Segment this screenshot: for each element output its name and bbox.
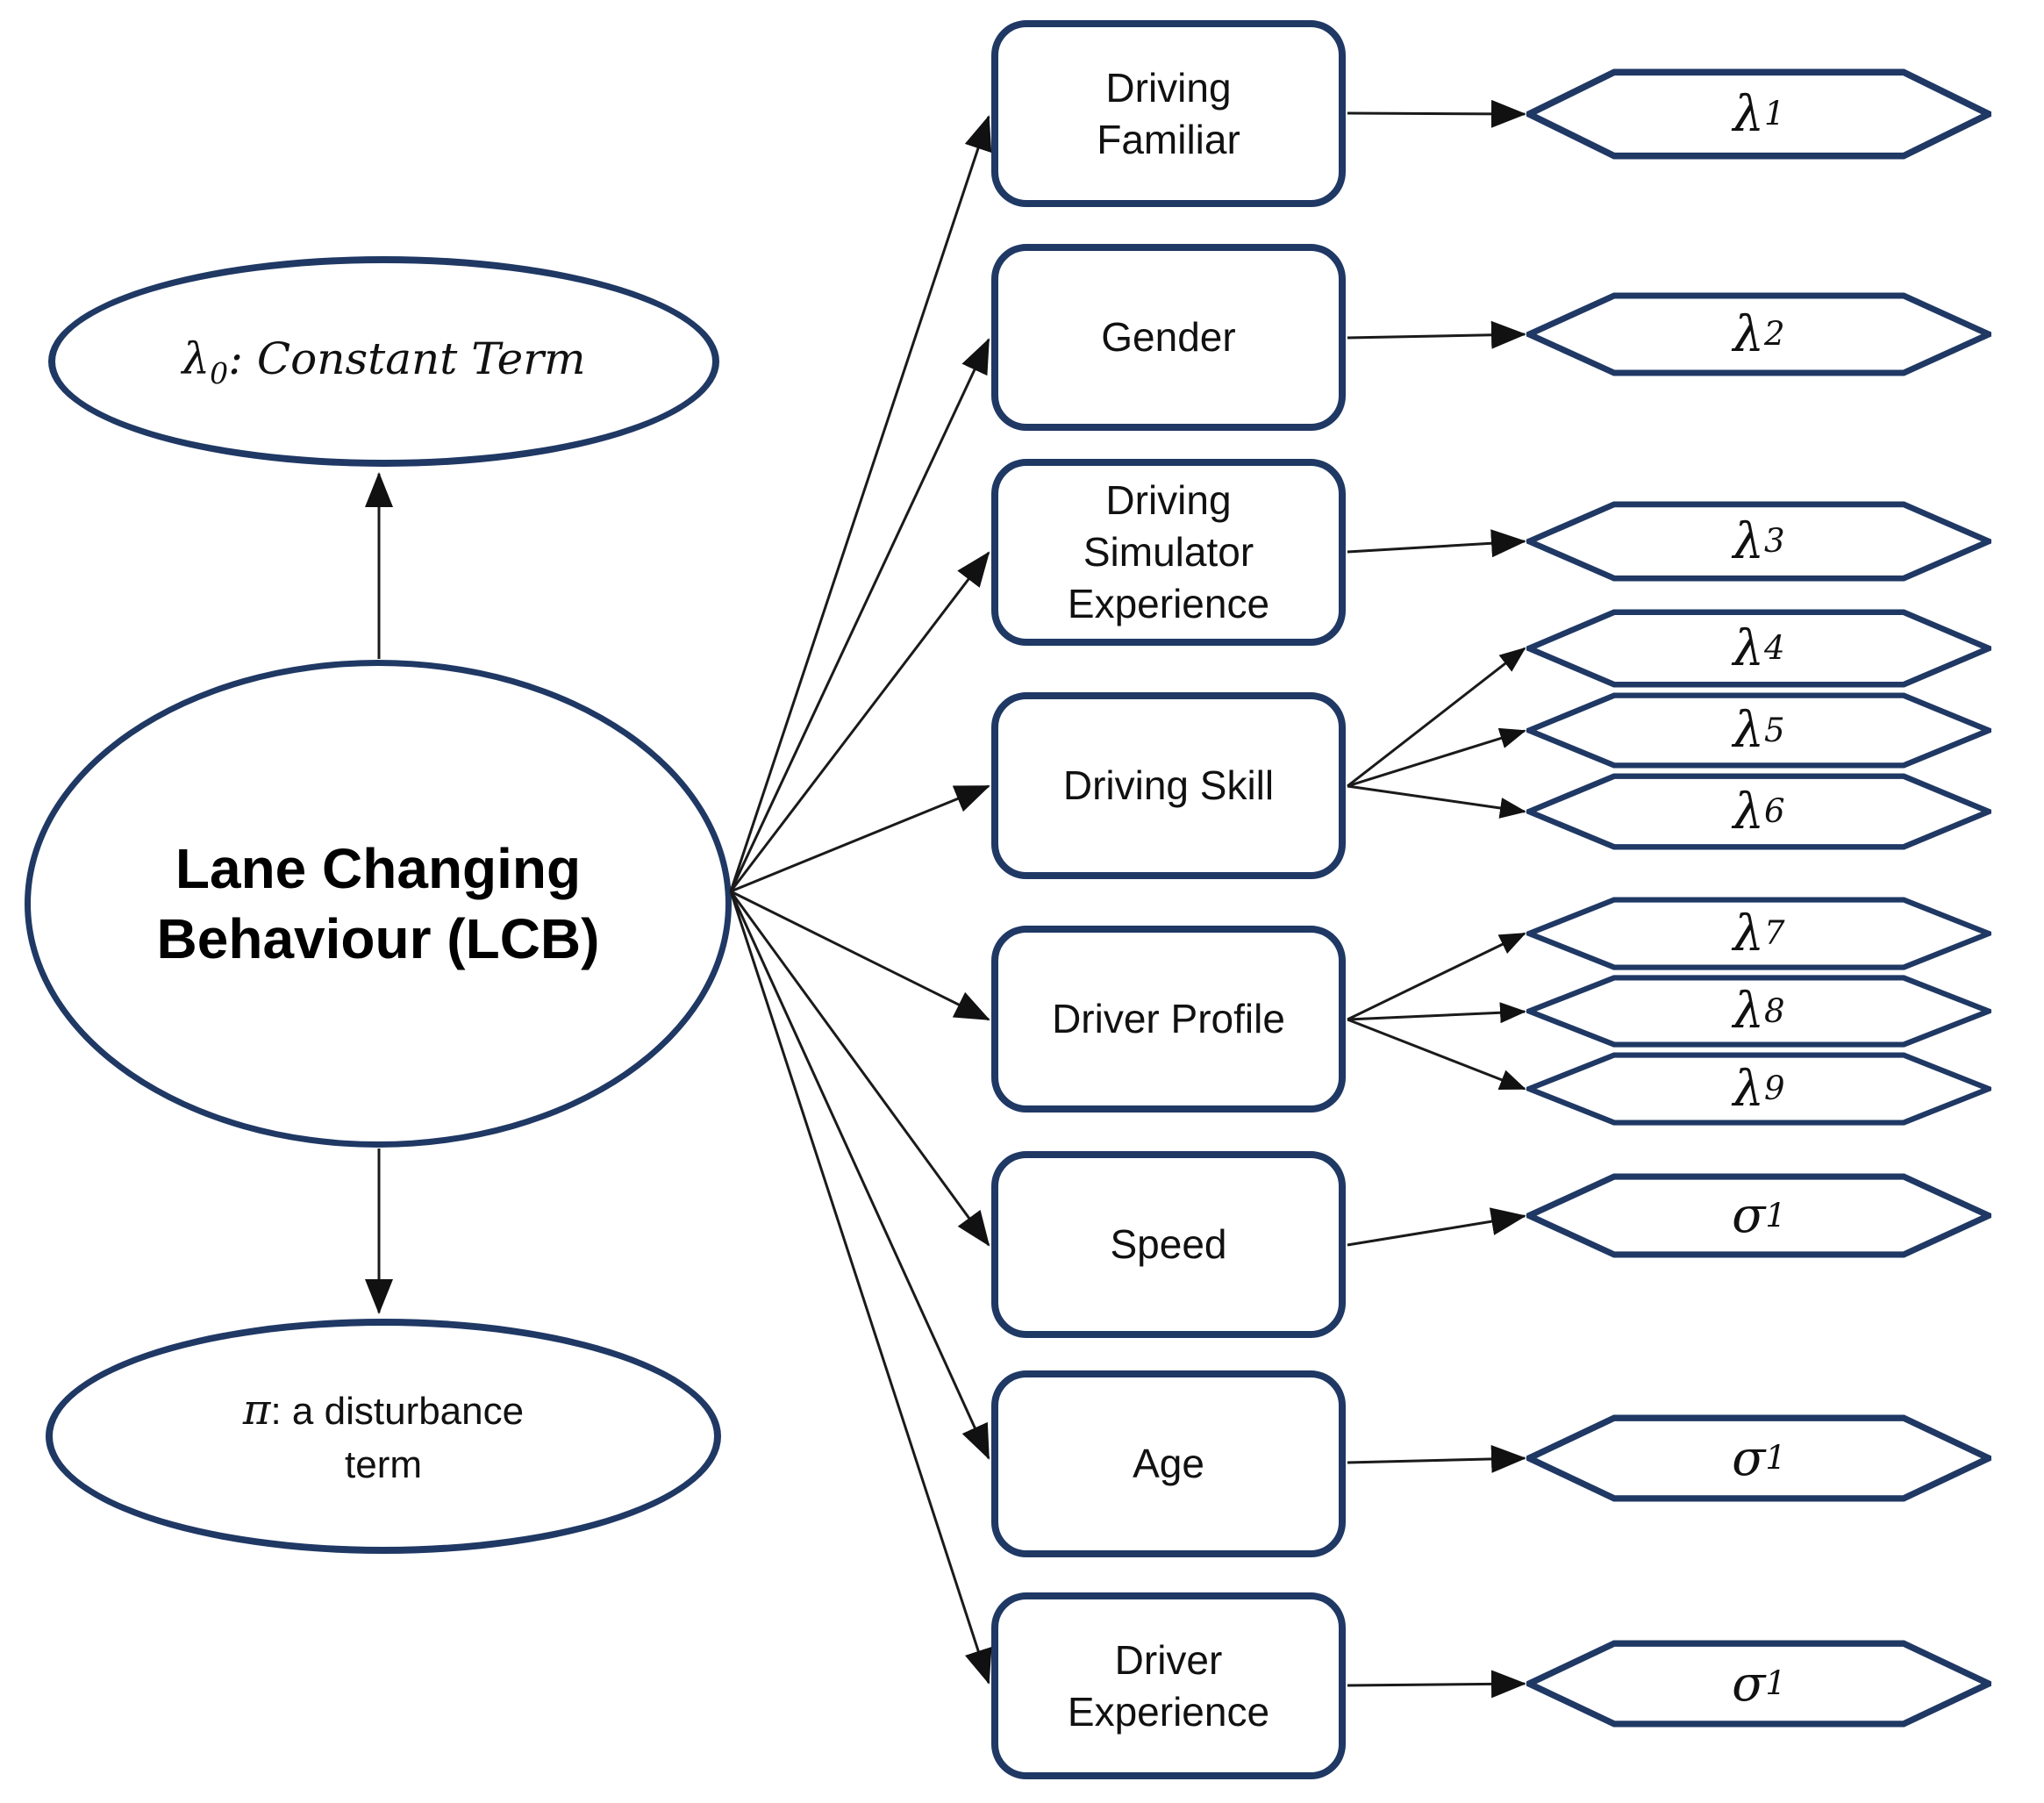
- arrow-lcb-to-gender: [729, 338, 990, 892]
- arrow-driver-profile-to-lambda7: [1347, 932, 1526, 1021]
- arrow-driver-profile-to-lambda8: [1347, 1002, 1526, 1024]
- box-label: Driving Simulator Experience: [1067, 477, 1270, 626]
- arrow-lcb-to-driver-experience: [729, 891, 992, 1685]
- box-driving-skill: Driving Skill: [991, 692, 1346, 879]
- arrow-gender-to-lambda2: [1347, 320, 1526, 349]
- arrow-driver-experience-to-sigma1: [1347, 1670, 1526, 1699]
- box-driving-familiar: Driving Familiar: [991, 20, 1346, 207]
- box-label: Gender: [1101, 314, 1236, 361]
- arrow-lcb-to-speed: [729, 891, 990, 1247]
- box-label: Driving Familiar: [1097, 64, 1240, 162]
- arrow-driving-skill-to-lambda5: [1347, 727, 1526, 788]
- box-label: Driver Profile: [1052, 996, 1285, 1042]
- constant-term-ellipse: λ0: Constant Term: [48, 256, 719, 467]
- box-gender: Gender: [991, 244, 1346, 431]
- arrow-driving-skill-to-lambda6: [1347, 784, 1526, 819]
- lcb-ellipse: Lane Changing Behaviour (LCB): [25, 660, 732, 1148]
- arrow-speed-to-sigma1: [1347, 1207, 1526, 1247]
- arrow-driving-skill-to-lambda4: [1347, 647, 1526, 788]
- arrow-driving-familiar-to-lambda1: [1347, 99, 1526, 128]
- arrow-lcb-to-driving-familiar: [729, 115, 992, 892]
- box-age: Age: [991, 1370, 1346, 1557]
- box-driving-simulator-experience: Driving Simulator Experience: [991, 459, 1346, 646]
- box-label: Driving Skill: [1062, 762, 1275, 809]
- box-label: Speed: [1110, 1221, 1227, 1268]
- box-label: Driver Experience: [1067, 1636, 1270, 1735]
- constant-term-label: λ0: Constant Term: [182, 333, 586, 390]
- box-speed: Speed: [991, 1151, 1346, 1338]
- arrow-lcb-to-age: [729, 891, 990, 1460]
- box-driver-experience: Driver Experience: [991, 1592, 1346, 1779]
- arrow-age-to-sigma1: [1347, 1444, 1526, 1473]
- lcb-label: Lane Changing Behaviour (LCB): [156, 837, 600, 970]
- arrow-driver-profile-to-lambda9: [1347, 1018, 1526, 1091]
- box-label: Age: [1133, 1441, 1204, 1487]
- arrow-lcb-to-driver-profile: [730, 890, 990, 1021]
- disturbance-term-ellipse: π: a disturbance term: [46, 1319, 721, 1554]
- arrow-lcb-to-driving-skill: [730, 784, 990, 893]
- arrow-driving-simulator-experience-to-lambda3: [1347, 529, 1526, 558]
- disturbance-term-label: π: a disturbance term: [242, 1384, 525, 1486]
- box-driver-profile: Driver Profile: [991, 926, 1346, 1113]
- arrow-lcb-to-driving-simulator-experience: [729, 551, 990, 892]
